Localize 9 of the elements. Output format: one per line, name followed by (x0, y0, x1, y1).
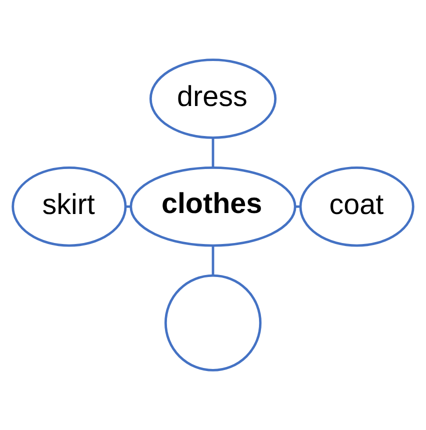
connector (296, 205, 300, 208)
node-ellipse: skirt (12, 166, 127, 247)
connector (212, 246, 214, 276)
node-circle (164, 274, 262, 372)
node-ellipse: coat (299, 166, 414, 247)
connector (126, 205, 131, 208)
connector (212, 138, 214, 168)
node-ellipse: clothes (130, 166, 296, 247)
node-ellipse: dress (149, 58, 277, 139)
